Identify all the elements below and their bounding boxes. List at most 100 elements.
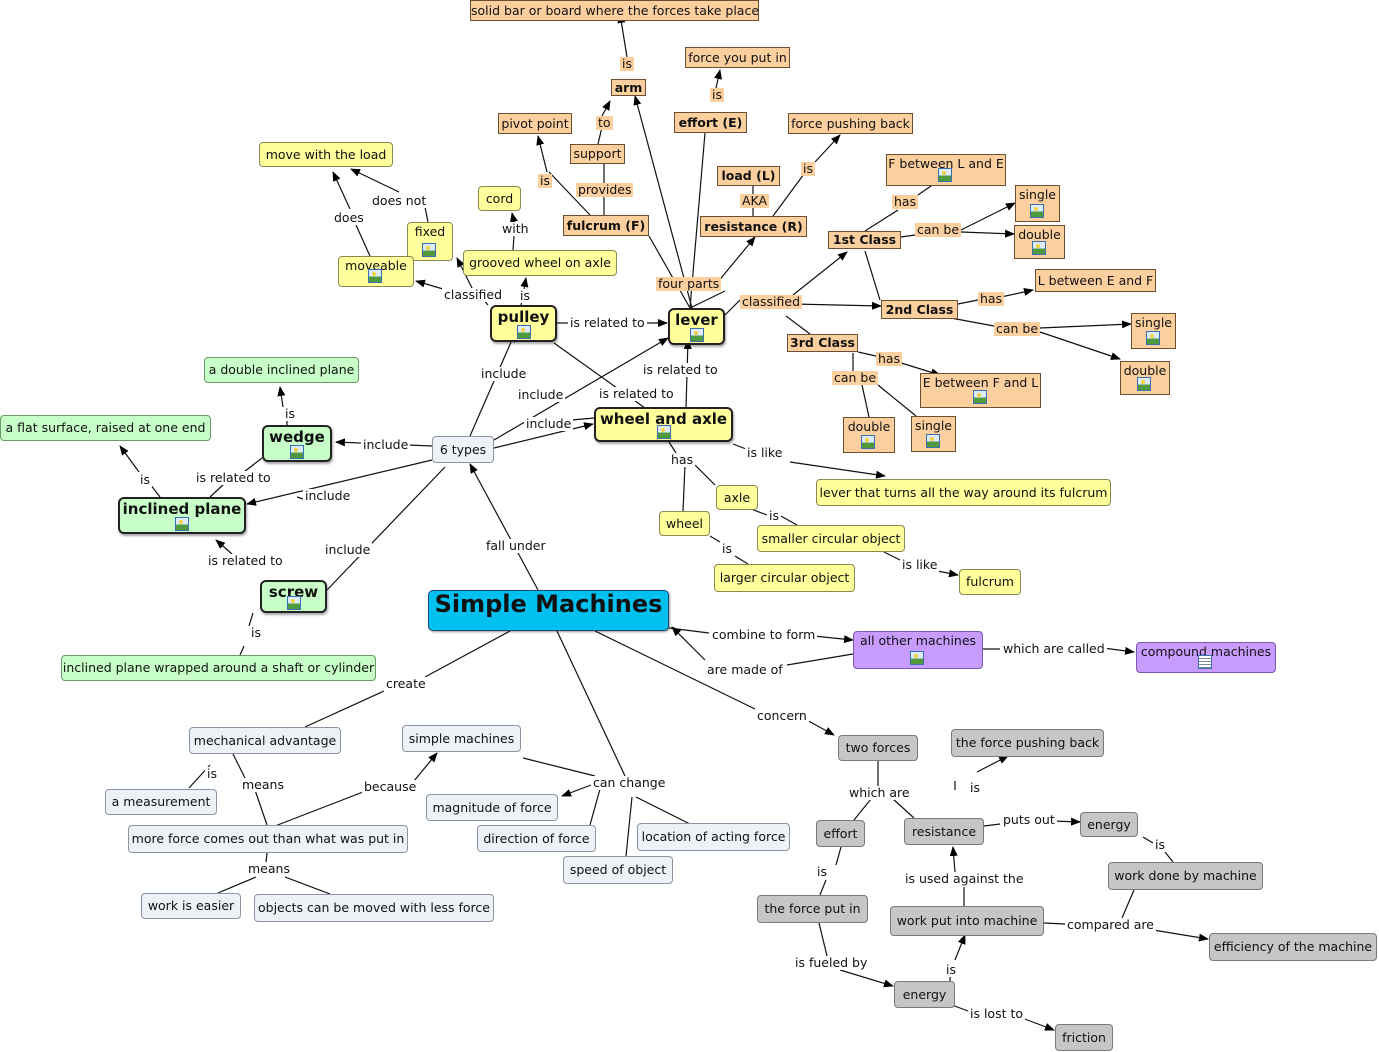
image-icon[interactable] — [422, 243, 436, 257]
node-cord[interactable]: cord — [478, 186, 521, 211]
node-force-pushing-back[interactable]: force pushing back — [788, 113, 913, 134]
node-double-2[interactable]: double — [1120, 361, 1170, 395]
node-larger-circular[interactable]: larger circular object — [714, 564, 855, 592]
node-energy-2[interactable]: energy — [894, 981, 955, 1008]
node-energy-1[interactable]: energy — [1080, 812, 1138, 837]
node-second-class[interactable]: 2nd Class — [881, 300, 958, 319]
node-pivot-point[interactable]: pivot point — [498, 113, 572, 134]
image-icon[interactable] — [1031, 241, 1046, 255]
node-l-between-e-f[interactable]: L between E and F — [1035, 269, 1156, 292]
node-simple-machines[interactable]: Simple Machines — [428, 590, 669, 631]
node-work-done[interactable]: work done by machine — [1108, 862, 1263, 890]
node-magnitude-of-force[interactable]: magnitude of force — [426, 794, 558, 821]
node-direction-of-force[interactable]: direction of force — [477, 825, 596, 852]
node-resistance-r[interactable]: resistance (R) — [700, 216, 807, 237]
image-icon[interactable] — [1145, 331, 1160, 345]
node-inclined-plane[interactable]: inclined plane — [118, 497, 246, 534]
node-support[interactable]: support — [570, 144, 625, 164]
node-smaller-circular[interactable]: smaller circular object — [757, 525, 905, 552]
node-pulley[interactable]: pulley — [490, 305, 557, 342]
image-icon[interactable] — [175, 517, 189, 531]
document-icon[interactable] — [1198, 655, 1212, 669]
node-first-class[interactable]: 1st Class — [828, 231, 901, 249]
link-label-is-resistance: is — [801, 161, 815, 176]
node-move-with-load[interactable]: move with the load — [259, 142, 393, 167]
node-moveable[interactable]: moveable — [338, 256, 414, 287]
node-the-force-pushing-back[interactable]: the force pushing back — [951, 729, 1104, 757]
node-single-2[interactable]: single — [1131, 313, 1176, 349]
node-lever[interactable]: lever — [668, 308, 725, 345]
node-resistance[interactable]: resistance — [904, 818, 984, 845]
image-icon[interactable] — [910, 651, 924, 665]
node-label: 6 types — [439, 441, 487, 457]
node-six-types[interactable]: 6 types — [432, 436, 494, 463]
node-work-put-into[interactable]: work put into machine — [890, 906, 1044, 936]
node-single-3[interactable]: single — [911, 416, 956, 452]
image-icon[interactable] — [1137, 377, 1151, 391]
node-label: wedge — [269, 428, 325, 446]
link-label-is-energy-2: is — [944, 962, 958, 977]
node-simple-machines-small[interactable]: simple machines — [402, 725, 521, 752]
node-axle[interactable]: axle — [716, 485, 758, 510]
image-icon[interactable] — [368, 269, 382, 283]
image-icon[interactable] — [861, 435, 875, 449]
node-fixed[interactable]: fixed — [407, 222, 453, 261]
node-a-measurement[interactable]: a measurement — [105, 789, 217, 815]
node-compound-machines[interactable]: compound machines — [1136, 642, 1276, 673]
node-arm[interactable]: arm — [611, 79, 646, 96]
node-double-3[interactable]: double — [843, 417, 895, 453]
node-grooved-wheel[interactable]: grooved wheel on axle — [463, 250, 617, 276]
node-fulcrum-f[interactable]: fulcrum (F) — [563, 215, 649, 236]
connector-line — [536, 135, 548, 173]
connector-line — [839, 969, 894, 988]
image-icon[interactable] — [938, 168, 952, 182]
node-fulcrum[interactable]: fulcrum — [959, 569, 1021, 595]
node-load-l[interactable]: load (L) — [717, 166, 780, 186]
image-icon[interactable] — [689, 328, 704, 342]
node-third-class[interactable]: 3rd Class — [787, 334, 858, 352]
node-more-force[interactable]: more force comes out than what was put i… — [128, 825, 408, 853]
node-single-1[interactable]: single — [1015, 185, 1060, 222]
node-location-of-acting-force[interactable]: location of acting force — [637, 823, 790, 851]
node-speed-of-object[interactable]: speed of object — [563, 856, 673, 884]
image-icon[interactable] — [656, 425, 671, 439]
node-flat-surface[interactable]: a flat surface, raised at one end — [0, 415, 211, 441]
node-double-1[interactable]: double — [1014, 225, 1065, 259]
link-label-include-wedge: include — [361, 437, 411, 452]
image-icon[interactable] — [1029, 204, 1044, 218]
node-the-force-put-in[interactable]: the force put in — [757, 895, 868, 923]
node-label: 2nd Class — [885, 301, 954, 317]
node-label: energy — [1087, 816, 1131, 832]
node-label: wheel — [666, 515, 703, 531]
node-screw[interactable]: screw — [260, 580, 327, 613]
image-icon[interactable] — [925, 434, 940, 448]
node-work-is-easier[interactable]: work is easier — [141, 893, 241, 919]
link-label-means-1: means — [240, 777, 286, 792]
link-label-is-related-to-si: is related to — [206, 553, 285, 568]
node-all-other-machines[interactable]: all other machines — [853, 631, 983, 669]
node-wheel-and-axle[interactable]: wheel and axle — [594, 407, 733, 442]
node-objects-moved[interactable]: objects can be moved with less force — [254, 894, 494, 922]
image-icon[interactable] — [290, 445, 304, 459]
node-mechanical-advantage[interactable]: mechanical advantage — [189, 727, 341, 754]
node-friction[interactable]: friction — [1055, 1024, 1113, 1051]
node-inclined-wrapped[interactable]: inclined plane wrapped around a shaft or… — [61, 655, 376, 681]
image-icon[interactable] — [286, 596, 301, 610]
node-double-inclined-plane[interactable]: a double inclined plane — [204, 357, 359, 383]
connector-line — [864, 209, 899, 232]
node-efficiency[interactable]: efficiency of the machine — [1209, 933, 1377, 961]
image-icon[interactable] — [972, 390, 987, 404]
node-solid-bar[interactable]: solid bar or board where the forces take… — [470, 0, 759, 21]
node-lever-turns[interactable]: lever that turns all the way around its … — [816, 479, 1111, 506]
node-two-forces[interactable]: two forces — [838, 735, 918, 761]
node-wheel[interactable]: wheel — [659, 511, 710, 536]
node-effort-e[interactable]: effort (E) — [674, 112, 747, 133]
node-force-you-put-in[interactable]: force you put in — [685, 47, 790, 68]
node-effort[interactable]: effort — [816, 820, 865, 847]
image-icon[interactable] — [516, 325, 531, 339]
node-wedge[interactable]: wedge — [262, 425, 332, 462]
node-f-between-l-e[interactable]: F between L and E — [886, 154, 1006, 186]
connector-line — [1043, 922, 1066, 925]
node-e-between-f-l[interactable]: E between F and L — [920, 373, 1041, 408]
connector-line — [415, 279, 444, 290]
